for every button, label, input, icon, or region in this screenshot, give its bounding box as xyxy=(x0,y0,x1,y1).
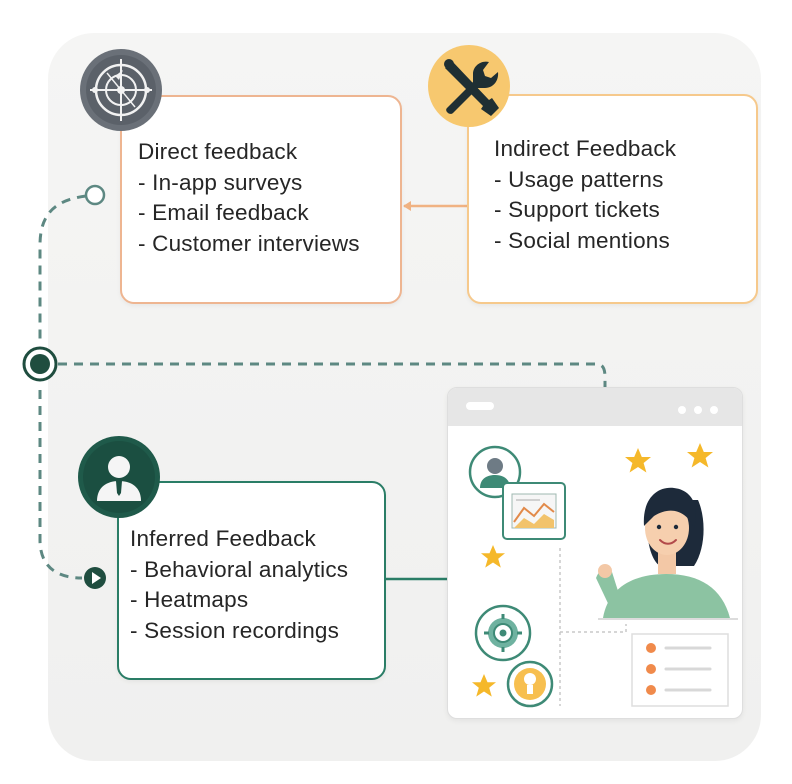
list-panel-icon xyxy=(631,633,729,707)
start-node xyxy=(84,184,106,206)
indirect-feedback-card: Indirect Feedback - Usage patterns - Sup… xyxy=(467,94,758,304)
compass-icon xyxy=(80,49,162,131)
indirect-feedback-text: Indirect Feedback - Usage patterns - Sup… xyxy=(494,134,676,256)
inferred-feedback-text: Inferred Feedback - Behavioral analytics… xyxy=(130,524,348,646)
direct-feedback-title: Direct feedback xyxy=(138,139,298,164)
indirect-feedback-item: - Usage patterns xyxy=(494,166,664,192)
woman-illustration xyxy=(596,487,738,620)
indirect-feedback-title: Indirect Feedback xyxy=(494,136,677,161)
indirect-feedback-item: - Support tickets xyxy=(494,197,660,222)
star-icon xyxy=(625,448,651,473)
chart-thumbnail-icon xyxy=(502,482,566,540)
direct-feedback-text: Direct feedback - In-app surveys - Email… xyxy=(138,137,360,259)
orange-arrow-head xyxy=(403,201,411,211)
dashed-flow-top xyxy=(38,194,87,340)
browser-title-bar xyxy=(448,388,742,426)
star-icon xyxy=(472,674,496,697)
end-node-play-icon xyxy=(92,572,101,584)
tools-icon xyxy=(428,45,510,127)
inferred-feedback-item: - Heatmaps xyxy=(130,587,249,612)
indirect-feedback-item: - Social mentions xyxy=(494,227,670,253)
star-icon xyxy=(481,545,505,568)
inferred-feedback-item: - Behavioral analytics xyxy=(130,556,349,582)
direct-feedback-item: - Customer interviews xyxy=(138,230,360,256)
inferred-feedback-card: Inferred Feedback - Behavioral analytics… xyxy=(117,481,386,680)
browser-illustration xyxy=(466,402,738,708)
direct-feedback-card: Direct feedback - In-app surveys - Email… xyxy=(120,95,402,304)
dashed-flow-bottom xyxy=(38,390,83,580)
inferred-feedback-item: - Session recordings xyxy=(130,617,340,643)
direct-feedback-item: - Email feedback xyxy=(138,200,309,225)
junction-node-core xyxy=(30,354,50,374)
dashed-flow-right xyxy=(58,362,607,534)
star-icon xyxy=(687,443,713,468)
lightbulb-icon xyxy=(506,660,554,708)
person-icon xyxy=(78,436,160,518)
inferred-feedback-title: Inferred Feedback xyxy=(130,526,317,551)
browser-window xyxy=(447,387,743,719)
gear-icon xyxy=(474,604,532,662)
direct-feedback-item: - In-app surveys xyxy=(138,169,303,195)
